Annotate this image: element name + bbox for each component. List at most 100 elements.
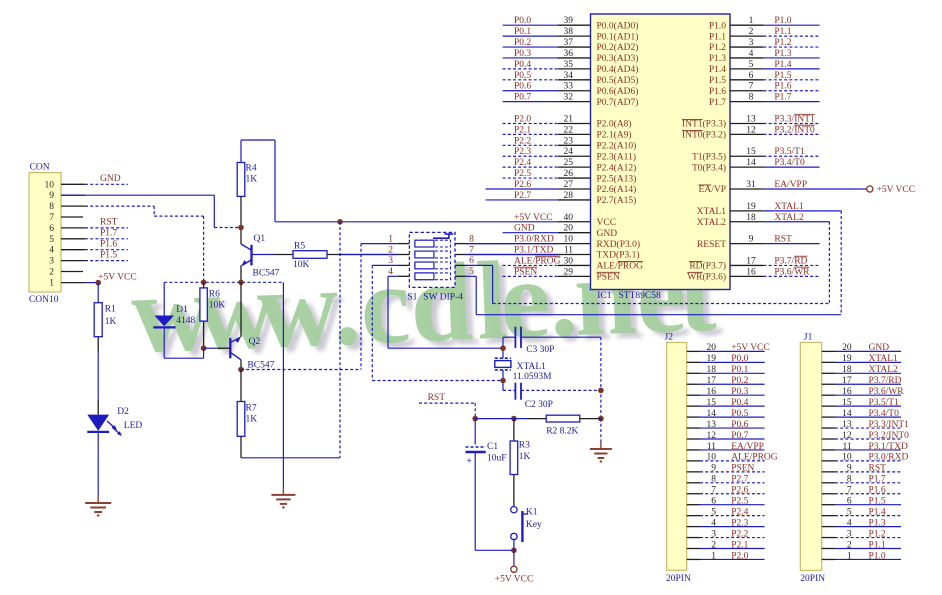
svg-text:XTAL2: XTAL2: [869, 365, 899, 375]
svg-text:ALE/PROG: ALE/PROG: [597, 262, 644, 272]
svg-text:31: 31: [746, 180, 756, 190]
svg-text:P1.7: P1.7: [709, 98, 726, 108]
svg-text:P1.5: P1.5: [774, 71, 791, 81]
svg-text:6: 6: [847, 497, 852, 507]
svg-text:RST: RST: [428, 393, 446, 403]
svg-text:10: 10: [707, 453, 717, 463]
svg-text:P3.4/T0: P3.4/T0: [774, 158, 805, 168]
svg-text:P1.0: P1.0: [869, 551, 886, 561]
svg-text:10: 10: [45, 180, 55, 190]
svg-text:20PIN: 20PIN: [800, 574, 825, 584]
svg-text:3: 3: [749, 38, 754, 48]
svg-text:c: c: [358, 242, 412, 368]
svg-text:P0.6(AD6): P0.6(AD6): [597, 86, 639, 97]
svg-text:P0.1: P0.1: [731, 365, 748, 375]
svg-text:P2.7: P2.7: [731, 475, 748, 485]
svg-text:P2.3(A11): P2.3(A11): [597, 151, 637, 162]
svg-text:P1.1: P1.1: [869, 540, 886, 550]
svg-text:S1: S1: [407, 293, 417, 303]
svg-text:2: 2: [388, 245, 393, 255]
svg-text:P3.5/T1: P3.5/T1: [869, 398, 900, 408]
svg-text:6: 6: [749, 71, 754, 81]
svg-text:J1: J1: [804, 333, 813, 343]
svg-text:+5V VCC: +5V VCC: [495, 574, 534, 584]
svg-text:BC547: BC547: [247, 361, 274, 371]
svg-text:P0.2: P0.2: [514, 38, 531, 48]
svg-text:P0.3: P0.3: [731, 387, 748, 397]
svg-text:5: 5: [711, 507, 716, 517]
svg-text:P2.0: P2.0: [514, 114, 531, 124]
svg-text:.: .: [330, 244, 363, 369]
svg-text:20: 20: [842, 343, 852, 353]
svg-text:11: 11: [707, 442, 716, 452]
svg-text:R5: R5: [294, 242, 305, 252]
svg-text:.: .: [553, 241, 586, 366]
svg-text:3: 3: [711, 529, 716, 539]
svg-text:P3.4/T0: P3.4/T0: [869, 409, 900, 419]
svg-text:VCC: VCC: [597, 218, 617, 228]
svg-text:13: 13: [746, 114, 756, 124]
svg-text:P3.2/INT0: P3.2/INT0: [869, 431, 910, 441]
svg-text:P0.2: P0.2: [731, 376, 748, 386]
svg-text:P1.5: P1.5: [100, 250, 117, 260]
svg-text:PSEN: PSEN: [514, 267, 537, 277]
svg-text:15: 15: [746, 147, 756, 157]
svg-text:17: 17: [746, 256, 756, 266]
svg-text:19: 19: [707, 354, 717, 364]
svg-text:20PIN: 20PIN: [666, 574, 691, 584]
svg-text:7: 7: [711, 486, 716, 496]
svg-text:l: l: [474, 239, 510, 364]
svg-text:P0.1(AD1): P0.1(AD1): [597, 31, 639, 42]
svg-text:P1.1: P1.1: [774, 27, 791, 37]
svg-text:P3.2/INT0: P3.2/INT0: [774, 125, 815, 135]
svg-text:4: 4: [49, 246, 54, 256]
svg-text:LED: LED: [124, 421, 143, 431]
svg-text:27: 27: [564, 180, 574, 190]
svg-text:1: 1: [847, 551, 852, 561]
svg-text:14: 14: [842, 409, 852, 419]
svg-text:P2.0(A8): P2.0(A8): [597, 119, 632, 130]
svg-text:P2.3: P2.3: [731, 518, 748, 528]
svg-text:6: 6: [711, 497, 716, 507]
svg-text:2: 2: [711, 540, 716, 550]
svg-text:EA/VP: EA/VP: [699, 185, 726, 195]
svg-text:P1.7: P1.7: [774, 93, 791, 103]
svg-text:P2.5(A13): P2.5(A13): [597, 173, 637, 184]
svg-text:6: 6: [49, 224, 54, 234]
svg-text:24: 24: [564, 147, 574, 157]
svg-text:P2.6: P2.6: [514, 180, 531, 190]
svg-text:T1(P3.5): T1(P3.5): [692, 151, 726, 162]
svg-text:RST: RST: [869, 464, 887, 474]
svg-text:P0.0: P0.0: [514, 16, 531, 26]
svg-text:16: 16: [707, 387, 717, 397]
svg-text:+5V VCC: +5V VCC: [731, 343, 770, 353]
svg-text:7: 7: [749, 82, 754, 92]
svg-text:P1.6: P1.6: [100, 240, 117, 250]
svg-text:13: 13: [707, 420, 717, 430]
svg-text:w: w: [261, 250, 347, 377]
svg-text:P1.5: P1.5: [709, 76, 726, 86]
svg-text:P1.2: P1.2: [869, 529, 886, 539]
svg-text:EA/VPP: EA/VPP: [731, 442, 764, 452]
svg-text:+5V VCC: +5V VCC: [877, 185, 916, 195]
svg-text:10: 10: [564, 235, 574, 245]
svg-text:.: .: [336, 249, 369, 374]
svg-text:P1.7: P1.7: [869, 475, 886, 485]
svg-text:P1.6: P1.6: [869, 486, 886, 496]
svg-text:P2.1: P2.1: [514, 125, 531, 135]
svg-text:WR(P3.6): WR(P3.6): [687, 272, 726, 283]
svg-text:+: +: [467, 456, 472, 466]
svg-text:2: 2: [749, 27, 754, 37]
svg-text:26: 26: [564, 169, 574, 179]
svg-text:P1.4: P1.4: [869, 507, 886, 517]
svg-text:J2: J2: [665, 333, 674, 343]
svg-text:P2.2: P2.2: [514, 136, 531, 146]
svg-text:12: 12: [842, 431, 852, 441]
svg-text:P2.7(A15): P2.7(A15): [597, 195, 637, 206]
svg-text:P2.5: P2.5: [514, 169, 531, 179]
svg-text:P2.4: P2.4: [514, 158, 531, 168]
svg-text:P2.0: P2.0: [731, 551, 748, 561]
svg-text:ALE/PROG: ALE/PROG: [514, 256, 561, 266]
svg-text:XTAL1: XTAL1: [869, 354, 899, 364]
svg-text:CON10: CON10: [29, 295, 59, 305]
